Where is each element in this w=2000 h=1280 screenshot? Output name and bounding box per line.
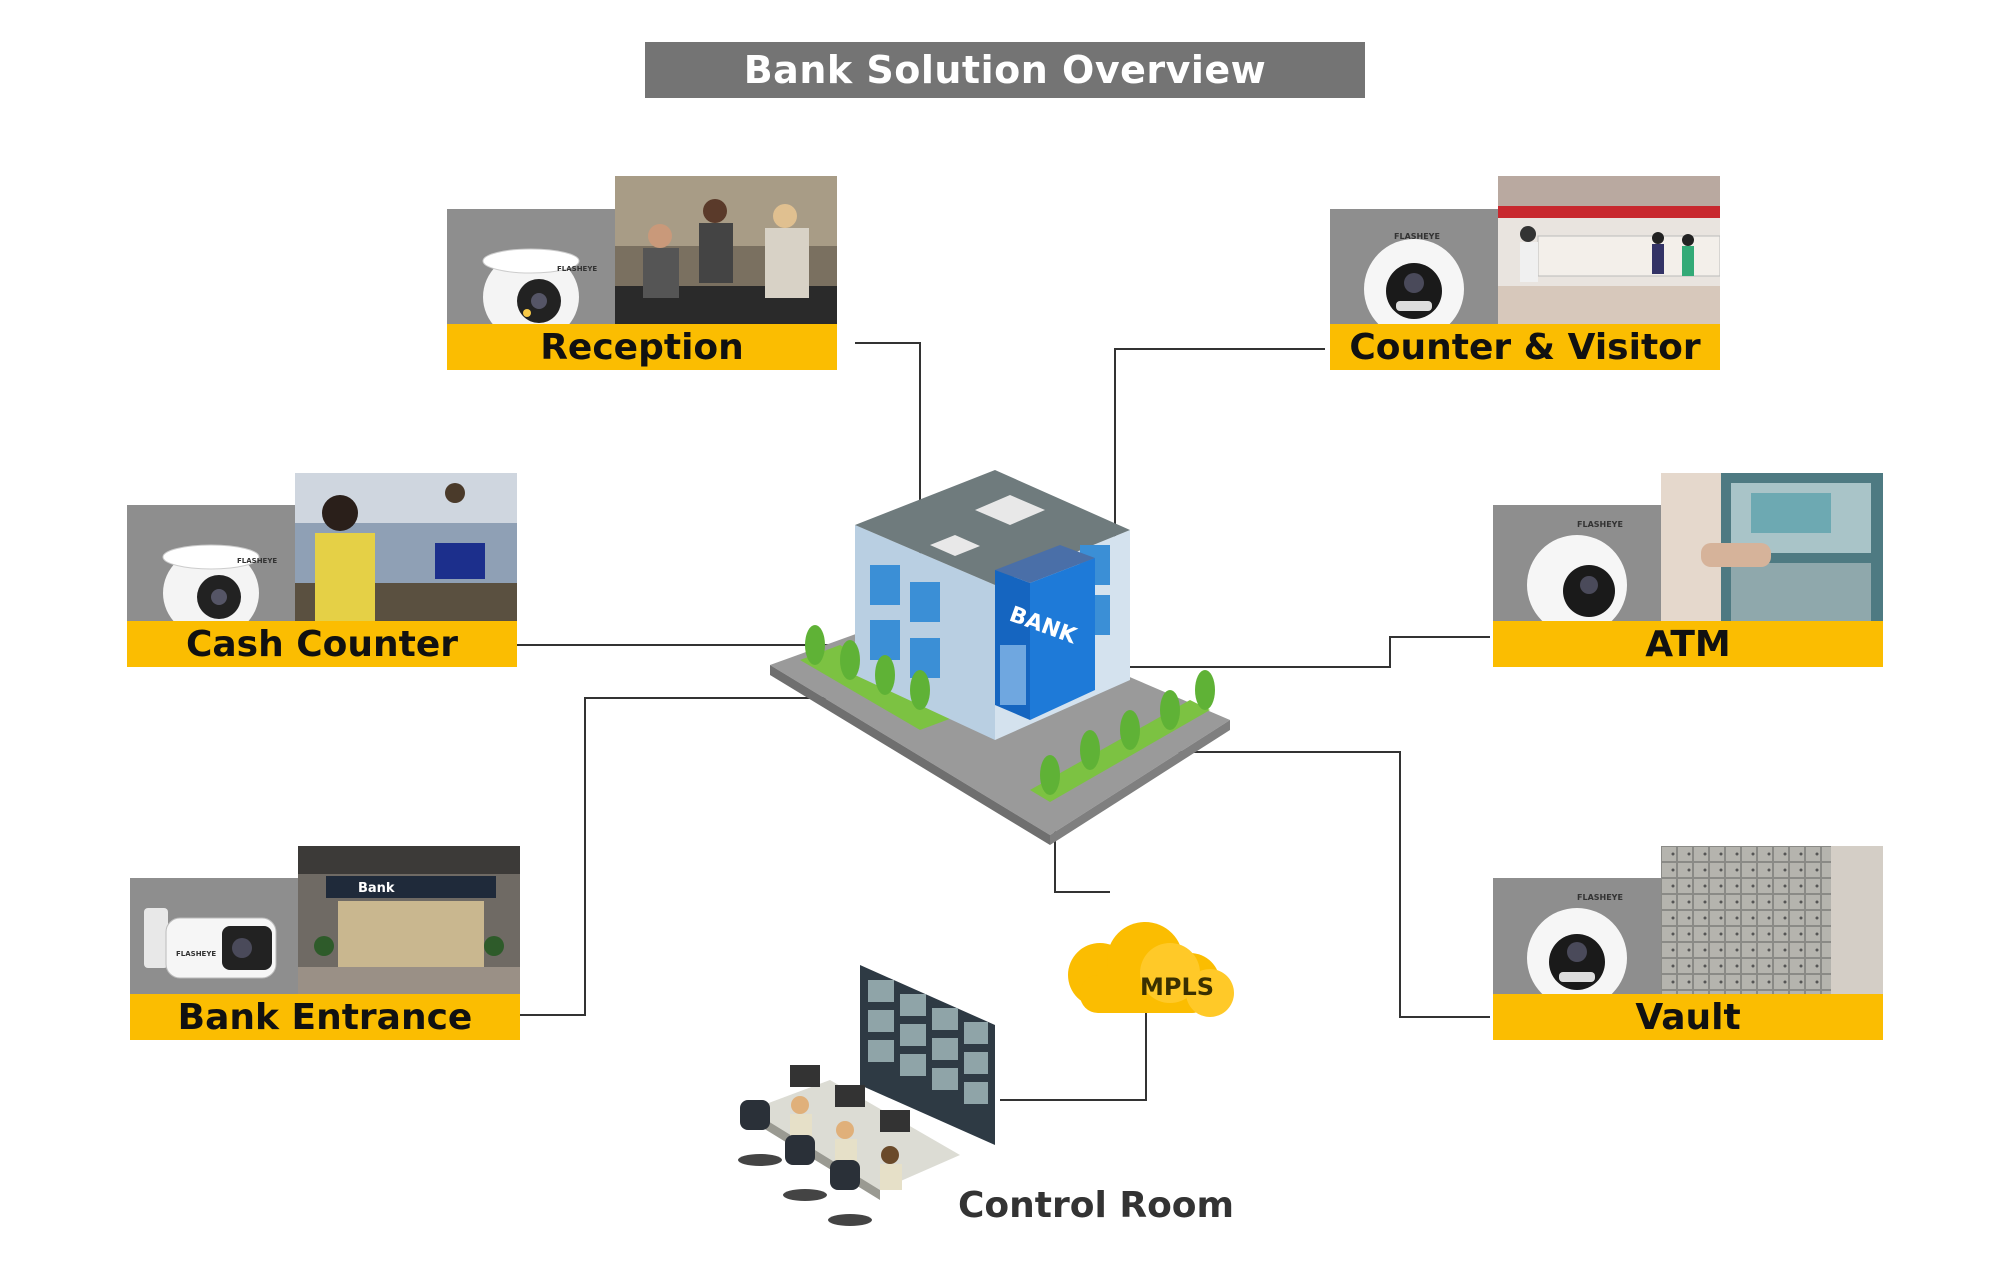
label-bank-entrance-text: Bank Entrance xyxy=(177,996,473,1038)
vault-photo xyxy=(1661,846,1883,994)
title-text: Bank Solution Overview xyxy=(743,48,1267,92)
line-control xyxy=(1000,1010,1147,1101)
label-atm: ATM xyxy=(1493,621,1883,667)
cash-counter-photo xyxy=(295,473,517,621)
label-reception: Reception xyxy=(447,324,837,370)
bank-entrance-photo: Bank xyxy=(298,846,520,994)
svg-text:FLASHEYE: FLASHEYE xyxy=(557,265,597,273)
label-bank-entrance: Bank Entrance xyxy=(130,994,520,1040)
label-vault: Vault xyxy=(1493,994,1883,1040)
svg-text:FLASHEYE: FLASHEYE xyxy=(237,557,277,565)
line-atm xyxy=(1130,636,1490,668)
label-reception-text: Reception xyxy=(540,326,744,368)
svg-text:FLASHEYE: FLASHEYE xyxy=(1394,232,1440,241)
diagram-title: Bank Solution Overview xyxy=(645,42,1365,98)
svg-text:FLASHEYE: FLASHEYE xyxy=(1577,520,1623,529)
counter-visitor-photo xyxy=(1498,176,1720,324)
mpls-cloud-icon: MPLS xyxy=(1068,922,1234,1017)
svg-text:FLASHEYE: FLASHEYE xyxy=(176,950,216,958)
line-bank-entrance xyxy=(515,697,985,1016)
reception-photo xyxy=(615,176,837,324)
svg-text:FLASHEYE: FLASHEYE xyxy=(1577,893,1623,902)
control-room-illustration xyxy=(738,965,995,1226)
atm-photo xyxy=(1661,473,1883,621)
label-cash-counter-text: Cash Counter xyxy=(185,623,459,665)
bank-building-illustration: BANK xyxy=(770,470,1230,845)
label-counter-visitor-text: Counter & Visitor xyxy=(1349,326,1701,368)
control-room-label: Control Room xyxy=(958,1185,1235,1226)
svg-text:Bank: Bank xyxy=(358,881,395,896)
label-counter-visitor: Counter & Visitor xyxy=(1330,324,1720,370)
mpls-label: MPLS xyxy=(1140,973,1214,1001)
line-counter-visitor xyxy=(1114,348,1325,580)
label-atm-text: ATM xyxy=(1645,623,1731,665)
label-cash-counter: Cash Counter xyxy=(127,621,517,667)
label-vault-text: Vault xyxy=(1635,996,1741,1038)
